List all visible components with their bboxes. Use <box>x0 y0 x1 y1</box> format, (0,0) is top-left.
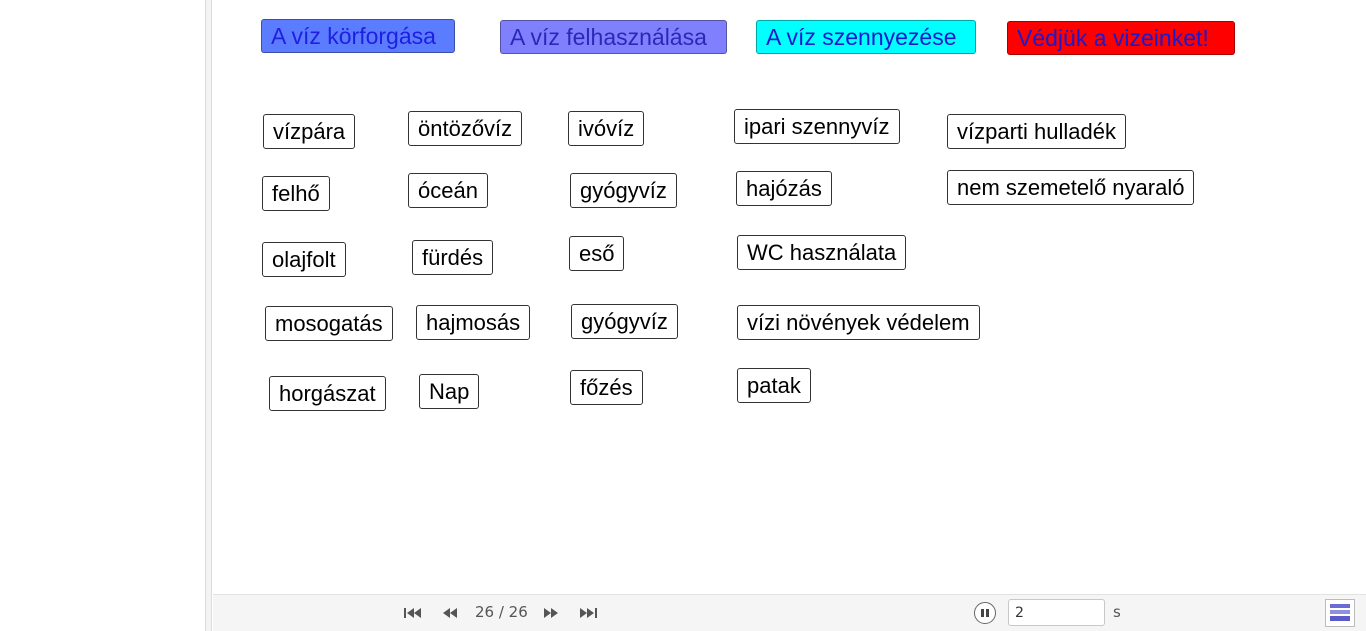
word-tag[interactable]: gyógyvíz <box>571 304 678 339</box>
category-button-protect[interactable]: Védjük a vizeinket! <box>1007 21 1235 55</box>
word-tag[interactable]: nem szemetelő nyaraló <box>947 170 1195 205</box>
word-tag[interactable]: patak <box>737 368 811 403</box>
word-tag[interactable]: felhő <box>262 176 330 211</box>
word-tag[interactable]: óceán <box>408 173 488 208</box>
word-tag[interactable]: vízpára <box>263 114 356 149</box>
page-indicator: 26 / 26 <box>475 603 528 621</box>
playback-toolbar: 26 / 26 s <box>213 594 1366 631</box>
word-tag[interactable]: ipari szennyvíz <box>734 109 900 144</box>
word-tag[interactable]: főzés <box>570 370 643 405</box>
word-tag[interactable]: horgászat <box>269 376 386 411</box>
algebra-view-button[interactable] <box>1325 599 1355 627</box>
category-button-cycle[interactable]: A víz körforgása <box>261 19 455 53</box>
category-button-usage[interactable]: A víz felhasználása <box>500 20 727 54</box>
word-tag[interactable]: hajmosás <box>416 305 531 340</box>
word-tag[interactable]: hajózás <box>736 171 832 206</box>
word-tag[interactable]: ivóvíz <box>568 111 645 146</box>
previous-icon[interactable] <box>441 606 459 620</box>
word-tag[interactable]: vízi növények védelem <box>737 305 980 340</box>
pause-button[interactable] <box>974 602 996 624</box>
word-tag[interactable]: vízparti hulladék <box>947 114 1126 149</box>
next-icon[interactable] <box>542 606 560 620</box>
speed-unit: s <box>1113 603 1121 621</box>
word-tag[interactable]: mosogatás <box>265 306 393 341</box>
graphics-canvas: A víz körforgása A víz felhasználása A v… <box>213 0 1366 594</box>
word-tag[interactable]: Nap <box>419 374 480 409</box>
left-panel <box>0 0 205 631</box>
word-tag[interactable]: olajfolt <box>262 242 346 277</box>
pause-icon <box>981 609 989 617</box>
speed-input[interactable] <box>1008 599 1105 626</box>
first-icon[interactable] <box>403 606 423 620</box>
word-tag[interactable]: eső <box>569 236 625 271</box>
algebra-view-icon <box>1330 604 1350 621</box>
word-tag[interactable]: WC használata <box>737 235 907 270</box>
last-icon[interactable] <box>578 606 598 620</box>
word-tag[interactable]: fürdés <box>412 240 494 275</box>
panel-splitter[interactable] <box>205 0 212 631</box>
word-tag[interactable]: gyógyvíz <box>570 173 677 208</box>
category-button-pollution[interactable]: A víz szennyezése <box>756 20 976 54</box>
word-tag[interactable]: öntözővíz <box>408 111 523 146</box>
